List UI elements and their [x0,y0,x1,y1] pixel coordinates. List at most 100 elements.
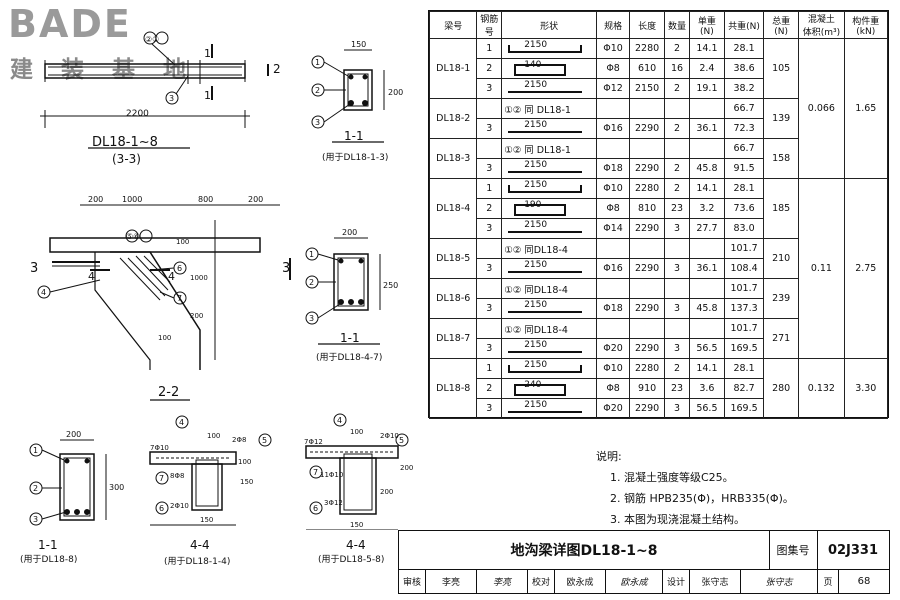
bar-shape-diagram: 2150 [504,159,586,175]
section-44a [149,415,272,526]
beam-id-cell: DL18-8 [428,358,478,419]
bar-shape-length: 240 [524,379,542,390]
sec-b-subtitle: (用于DL18-4-7) [316,352,382,363]
bar-spec-cell: Φ12 [596,78,631,99]
bar-shape-cell: 190 [501,198,598,219]
bar-length-cell: 2290 [629,118,666,139]
bar-length-cell: 910 [629,378,666,399]
member-weight-cell: 2.75 [843,178,889,359]
bar-spec-cell: Φ10 [596,178,631,199]
d22-mark-56: ⑤⑥ [126,232,140,241]
beam-total-weight-cell: 185 [763,178,800,239]
beam-id-cell: DL18-5 [428,238,478,279]
bar-number-cell [476,138,503,159]
sec-c-mark-2: 2 [33,484,38,493]
bar-spec-cell: Φ16 [596,258,631,279]
d22-800: 800 [198,195,213,204]
stirrup-shape [514,203,567,216]
total-weight-cell: 91.5 [723,158,765,179]
bar-spec-cell [596,318,631,339]
sec-44a-t3: 8Φ8 [170,472,184,480]
bar-shape-cell: 240 [501,378,598,399]
bar-spec-cell: Φ18 [596,158,631,179]
bar-number-cell: 2 [476,198,503,219]
bar-number-cell: 3 [476,338,503,359]
review-name: 李亮 [426,570,477,593]
bar-spec-cell [596,138,631,159]
sec-44a-mark-5: 5 [262,436,267,445]
table-header-cell: 总重(N) [763,11,800,39]
bar-spec-cell [596,98,631,119]
design-label: 设计 [663,570,690,593]
unit-weight-cell [688,138,725,159]
sec-44b-d200: 200 [400,464,413,472]
bar-shape-length: 2150 [524,339,548,350]
design-signature: 张守志 [741,570,818,593]
beam-total-weight-cell: 210 [763,238,800,279]
unit-weight-cell: 3.2 [688,198,725,219]
concrete-volume-cell: 0.11 [798,178,845,359]
beam-total-weight-cell: 280 [763,358,800,419]
bar-shape-diagram: 2150 [504,179,586,195]
cut-3-left: 3 [30,261,38,276]
bar-quantity-cell: 23 [664,378,690,399]
bar-shape-text: ①② 同 DL18-1 [504,104,571,116]
d22-v200: 200 [190,312,203,320]
bar-shape-length: 2150 [524,179,548,190]
bar-spec-cell [596,278,631,299]
sec-44b-d200b: 200 [380,488,393,496]
straight-bar-shape [508,350,583,353]
beam-total-weight-cell: 158 [763,138,800,179]
beam-total-weight-cell: 139 [763,98,800,139]
bar-quantity-cell: 3 [664,298,690,319]
bar-quantity-cell [664,238,690,259]
bar-length-cell: 2290 [629,158,666,179]
stirrup-shape [514,63,567,76]
total-weight-cell: 72.3 [723,118,765,139]
note-3: 3. 本图为现浇混凝土结构。 [610,513,745,526]
bar-shape-length: 2150 [524,159,548,170]
bar-quantity-cell [664,138,690,159]
d22-mark-7: 7 [177,294,182,303]
bar-spec-cell: Φ8 [596,198,631,219]
total-weight-cell: 28.1 [723,178,765,199]
beam-id-cell: DL18-4 [428,178,478,239]
beam-id-cell: DL18-1 [428,38,478,99]
bar-shape-diagram: 2150 [504,400,586,415]
bar-spec-cell: Φ8 [596,378,631,399]
sec-44a-mark-6: 6 [159,504,164,513]
beam-id-cell: DL18-2 [428,98,478,139]
sec-44a-t2: 2Φ8 [232,436,246,444]
bar-shape-cell: 2150 [501,398,598,419]
d22-title: 2-2 [158,385,179,400]
sec-a-height: 200 [388,88,403,97]
total-weight-cell: 101.7 [723,278,765,299]
beam-id-cell: DL18-6 [428,278,478,319]
bar-quantity-cell [664,98,690,119]
unit-weight-cell: 3.6 [688,378,725,399]
cut-2: 2 [273,62,281,76]
bar-shape-text: ①② 同DL18-4 [504,284,568,296]
bar-quantity-cell [664,278,690,299]
sec-c-height: 300 [109,483,124,492]
sec-44a-d150b: 150 [200,516,213,524]
straight-bar-shape [508,310,583,313]
member-weight-cell: 1.65 [843,38,889,179]
total-weight-cell: 38.6 [723,58,765,79]
unit-weight-cell: 14.1 [688,358,725,379]
check-name: 欧永成 [555,570,606,593]
bar-quantity-cell [664,318,690,339]
check-label: 校对 [528,570,555,593]
bar-quantity-cell: 2 [664,38,690,59]
bar-number-cell: 3 [476,398,503,419]
atlas-number: 02J331 [827,542,879,558]
elevation-subtitle: (3-3) [112,152,141,166]
bar-shape-diagram: 2150 [504,220,586,235]
bar-quantity-cell: 3 [664,398,690,419]
bar-spec-cell: Φ10 [596,38,631,59]
